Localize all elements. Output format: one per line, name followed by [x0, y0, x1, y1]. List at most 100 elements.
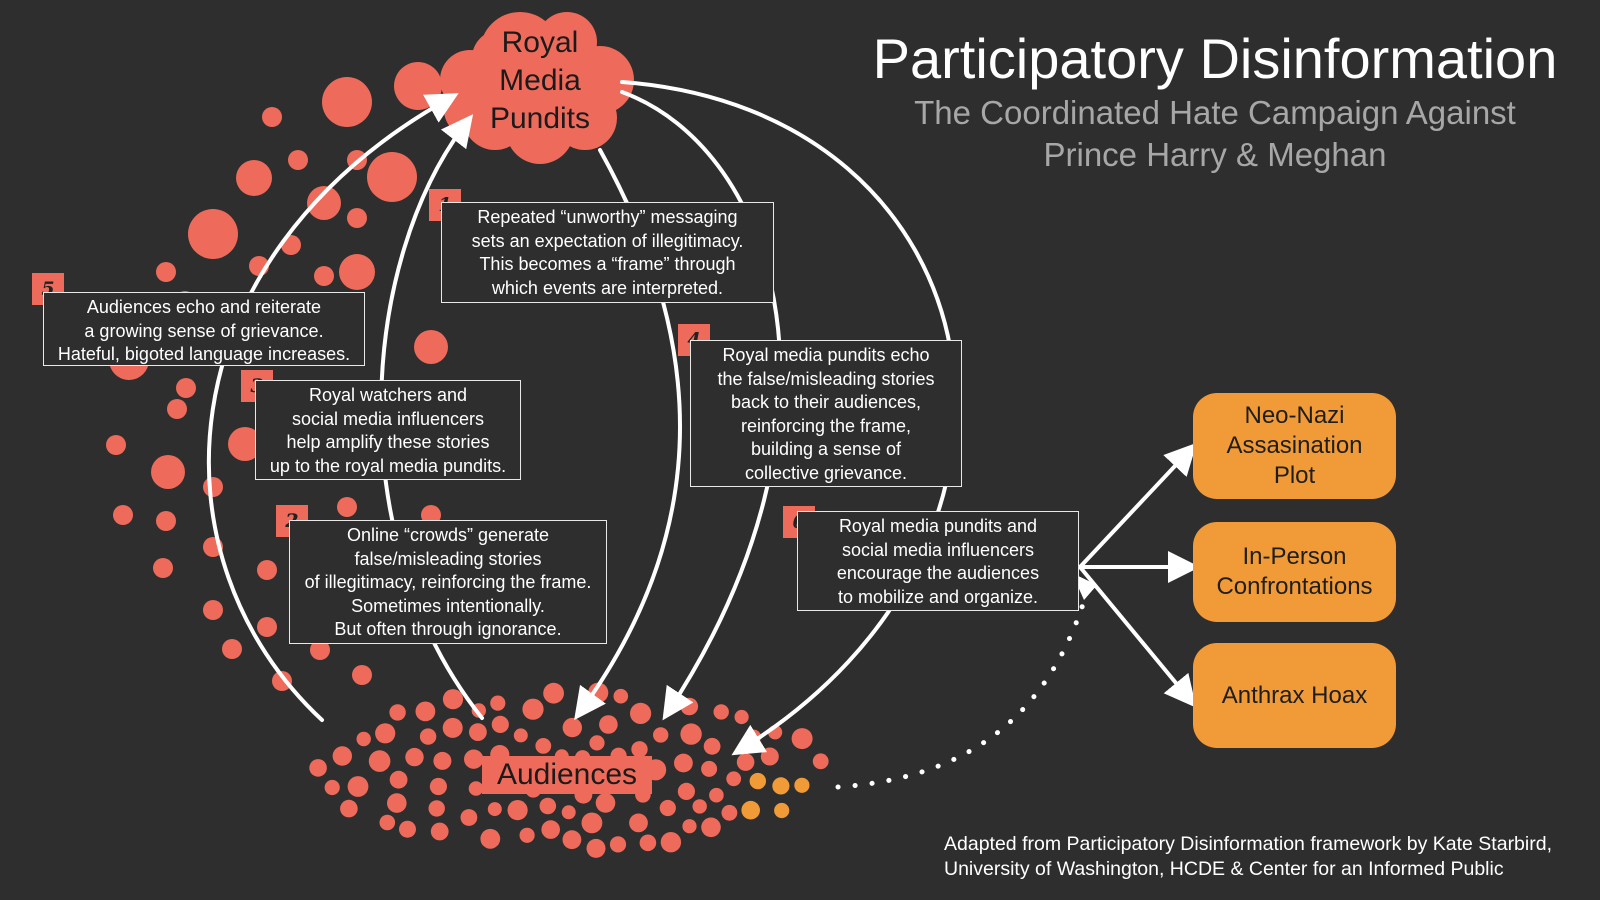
step-line: Royal watchers and [308, 385, 468, 405]
step-line: to mobilize and organize. [837, 586, 1039, 607]
crowd-dot [156, 511, 176, 531]
pundits-label-line: Media [499, 64, 581, 97]
page-title: Participatory Disinformation [872, 27, 1558, 90]
audience-dot [430, 822, 449, 841]
step-box: Repeated “unworthy” messaging sets an ex… [441, 202, 774, 303]
audience-dot [399, 820, 416, 838]
audience-dot [682, 819, 697, 834]
crowd-dot [307, 186, 341, 220]
step-line: Royal media pundits and [838, 516, 1038, 536]
step-line: Repeated “unworthy” messaging [477, 207, 738, 227]
audience-dot [586, 838, 606, 858]
audience-dot [736, 753, 755, 771]
crowd-dot [203, 600, 223, 620]
audience-dot [324, 779, 340, 796]
audience-dot [405, 747, 424, 767]
audience-dot [415, 701, 436, 722]
step-line: which events are interpreted. [491, 277, 724, 298]
step-line: social media influencers [841, 539, 1035, 560]
audience-dot [513, 728, 528, 743]
crowd-dot [222, 639, 242, 659]
step-line: Online “crowds” generate [346, 525, 550, 545]
crowd-dot [228, 427, 262, 461]
audience-dot [721, 804, 738, 821]
crowd-dot [337, 497, 357, 517]
audience-dot [680, 697, 699, 716]
audience-dot [379, 814, 396, 831]
step-line: Audiences echo and reiterate [86, 297, 322, 317]
crowd-dot [257, 560, 277, 580]
audience-dot [356, 731, 371, 747]
pundits-label-line: Royal [501, 26, 579, 59]
step-line: collective grievance. [744, 462, 908, 483]
audience-dot [522, 698, 544, 720]
audience-dot [428, 800, 445, 817]
audience-dot [609, 836, 627, 853]
audience-dot [468, 781, 484, 796]
subtitle-line: Prince Harry & Meghan [1043, 136, 1387, 173]
audience-dot [630, 702, 652, 725]
crowd-dot [414, 330, 448, 364]
crowd-dot [156, 262, 176, 282]
crowd-dot [339, 254, 375, 290]
audience-dot [535, 738, 552, 754]
crowd-dot [310, 640, 330, 660]
crowd-dot [257, 617, 277, 637]
audience-dot [419, 728, 437, 745]
audience-dot [726, 771, 742, 787]
crowd-dot [367, 152, 417, 202]
crowd-dot [314, 266, 334, 286]
credit-line: Adapted from Participatory Disinformatio… [944, 833, 1552, 855]
audience-dot [309, 759, 327, 777]
step-box: Royal watchers and social media influenc… [255, 380, 521, 480]
crowd-dot [322, 77, 372, 127]
step-line: false/misleading stories [354, 548, 542, 569]
audience-dot [692, 799, 707, 814]
outcome-box: In-Person Confrontations [1193, 522, 1396, 622]
outcome-line: Confrontations [1216, 573, 1373, 600]
audience-dot [561, 805, 576, 820]
audience-dot [442, 689, 464, 710]
crowd-dot [151, 455, 185, 489]
audience-dot [519, 827, 535, 843]
pundits-label: Royal Media Pundits [470, 24, 610, 138]
step-box: Royal media pundits echo the false/misle… [690, 340, 962, 487]
credit-line: University of Washington, HCDE & Center … [944, 858, 1504, 880]
crowd-dot [236, 160, 272, 196]
audience-dot [713, 704, 729, 720]
audience-dot [562, 717, 582, 738]
step-line: encourage the audiences [836, 563, 1040, 583]
step-box: Online “crowds” generate false/misleadin… [289, 520, 607, 644]
audience-dot [375, 723, 396, 744]
crowd-dot [272, 671, 292, 691]
audience-dot [543, 682, 564, 704]
mobilized-dot [774, 802, 790, 819]
outcome-line: Plot [1273, 462, 1316, 489]
arrow-5-audience-to-pundits [206, 93, 459, 722]
pundits-label-line: Pundits [489, 102, 591, 135]
credit-text: Adapted from Participatory Disinformatio… [944, 832, 1552, 882]
audience-dot [340, 799, 358, 818]
subtitle-line: The Coordinated Hate Campaign Against [914, 94, 1516, 131]
audience-dot [812, 753, 829, 770]
step-line: of illegitimacy, reinforcing the frame. [304, 572, 592, 592]
outcome-line: In-Person [1242, 543, 1347, 570]
step-line: a growing sense of grievance. [84, 320, 324, 341]
crowd-dot [167, 399, 187, 419]
audience-dot [659, 799, 676, 817]
audience-dot [491, 715, 509, 734]
step-line: sets an expectation of illegitimacy. [471, 230, 744, 251]
step-line: Sometimes intentionally. [351, 595, 545, 616]
crowd-dot [188, 209, 238, 259]
mobilized-dot [749, 772, 766, 790]
audience-dot [429, 777, 447, 796]
audience-dot [703, 737, 721, 755]
crowd-dot [203, 477, 223, 497]
audience-dot [480, 828, 501, 849]
audience-dot [631, 741, 648, 758]
crowd-dot [352, 665, 372, 685]
audience-dot [629, 813, 648, 833]
mobilized-dot [772, 777, 790, 795]
step-line: social media influencers [291, 408, 485, 429]
step-line: building a sense of [750, 439, 902, 459]
